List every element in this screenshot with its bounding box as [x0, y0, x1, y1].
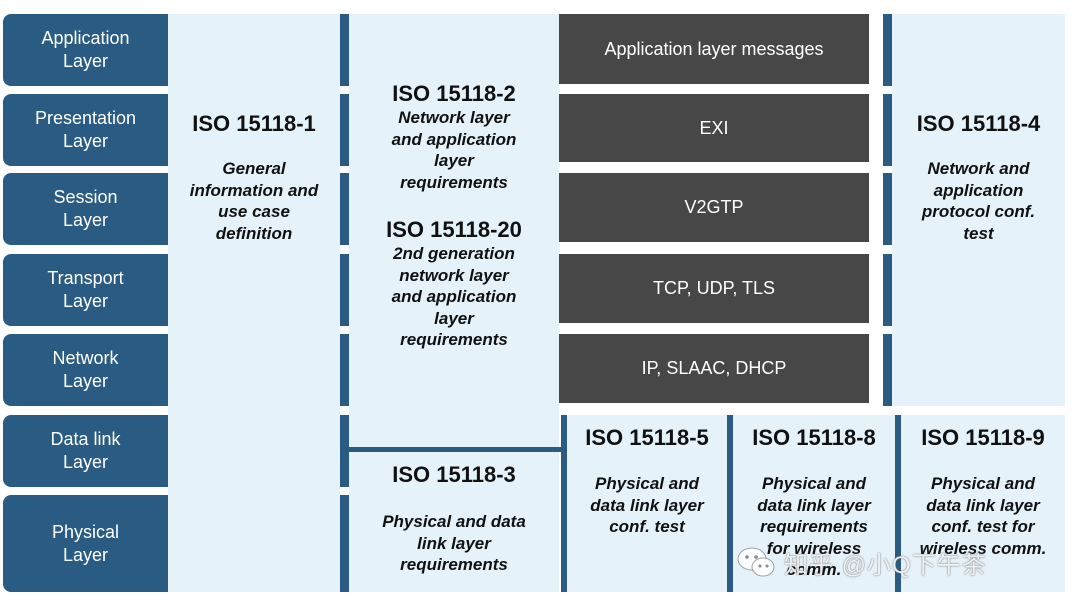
- iso-15118-3-title: ISO 15118-3: [392, 462, 516, 487]
- iso-15118-5-title: ISO 15118-5: [585, 425, 709, 450]
- divider-segment: [340, 14, 349, 86]
- iso-15118-4-description: Network and application protocol conf. t…: [921, 159, 1036, 243]
- osi-layer-physical: Physical Layer: [3, 495, 168, 592]
- iso-15118-2-title: ISO 15118-2: [392, 81, 516, 106]
- divider-segment: [883, 334, 892, 406]
- divider-segment: [561, 415, 567, 592]
- iso-15118-3-panel: ISO 15118-3 Physical and data link layer…: [349, 452, 559, 592]
- protocol-application-messages: Application layer messages: [559, 14, 869, 84]
- osi-layer-transport: Transport Layer: [3, 254, 168, 326]
- protocol-ip-slaac-dhcp: IP, SLAAC, DHCP: [559, 334, 869, 403]
- iso-15118-2-20-panel: ISO 15118-2 Network layer and applicatio…: [349, 14, 559, 447]
- horizontal-divider: [349, 447, 561, 452]
- watermark-text: 知乎 @小Q下午茶: [784, 551, 987, 579]
- watermark: 知乎 @小Q下午茶: [736, 540, 1061, 584]
- divider-segment: [340, 173, 349, 245]
- divider-segment: [883, 14, 892, 86]
- osi-layer-presentation: Presentation Layer: [3, 94, 168, 166]
- divider-segment: [895, 415, 901, 592]
- iso-15118-9-description: Physical and data link layer conf. test …: [919, 474, 1047, 558]
- iso-15118-4-panel: ISO 15118-4 Network and application prot…: [892, 14, 1065, 406]
- protocol-v2gtp: V2GTP: [559, 173, 869, 242]
- iso-15118-8-title: ISO 15118-8: [752, 425, 876, 450]
- divider-segment: [883, 94, 892, 166]
- divider-segment: [727, 415, 733, 592]
- divider-segment: [883, 254, 892, 326]
- divider-segment: [340, 495, 349, 592]
- iso-15118-4-title: ISO 15118-4: [916, 111, 1041, 136]
- divider-segment: [340, 415, 349, 487]
- iso-15118-1-panel: ISO 15118-1 General information and use …: [168, 14, 340, 592]
- divider-segment: [340, 94, 349, 166]
- iso-15118-8-description: Physical and data link layer requirement…: [757, 474, 871, 579]
- divider-segment: [340, 334, 349, 406]
- osi-layer-application: Application Layer: [3, 14, 168, 86]
- iso-15118-1-description: General information and use case definit…: [189, 159, 319, 243]
- protocol-exi: EXI: [559, 94, 869, 162]
- osi-layer-network: Network Layer: [3, 334, 168, 406]
- osi-layer-data-link: Data link Layer: [3, 415, 168, 487]
- iso-15118-20-title: ISO 15118-20: [386, 217, 522, 242]
- iso-15118-2-description: Network layer and application layer requ…: [391, 108, 517, 192]
- iso-15118-1-title: ISO 15118-1: [192, 111, 316, 136]
- iso-15118-3-description: Physical and data link layer requirement…: [382, 512, 526, 574]
- iso-15118-9-panel: ISO 15118-9 Physical and data link layer…: [901, 415, 1065, 592]
- divider-segment: [340, 254, 349, 326]
- iso-15118-20-description: 2nd generation network layer and applica…: [391, 244, 517, 349]
- iso-15118-9-title: ISO 15118-9: [921, 425, 1045, 450]
- protocol-tcp-udp-tls: TCP, UDP, TLS: [559, 254, 869, 323]
- iso-15118-5-panel: ISO 15118-5 Physical and data link layer…: [567, 415, 727, 592]
- iso-15118-5-description: Physical and data link layer conf. test: [590, 474, 704, 536]
- osi-layer-session: Session Layer: [3, 173, 168, 245]
- divider-segment: [883, 173, 892, 245]
- wechat-icon: [736, 545, 776, 579]
